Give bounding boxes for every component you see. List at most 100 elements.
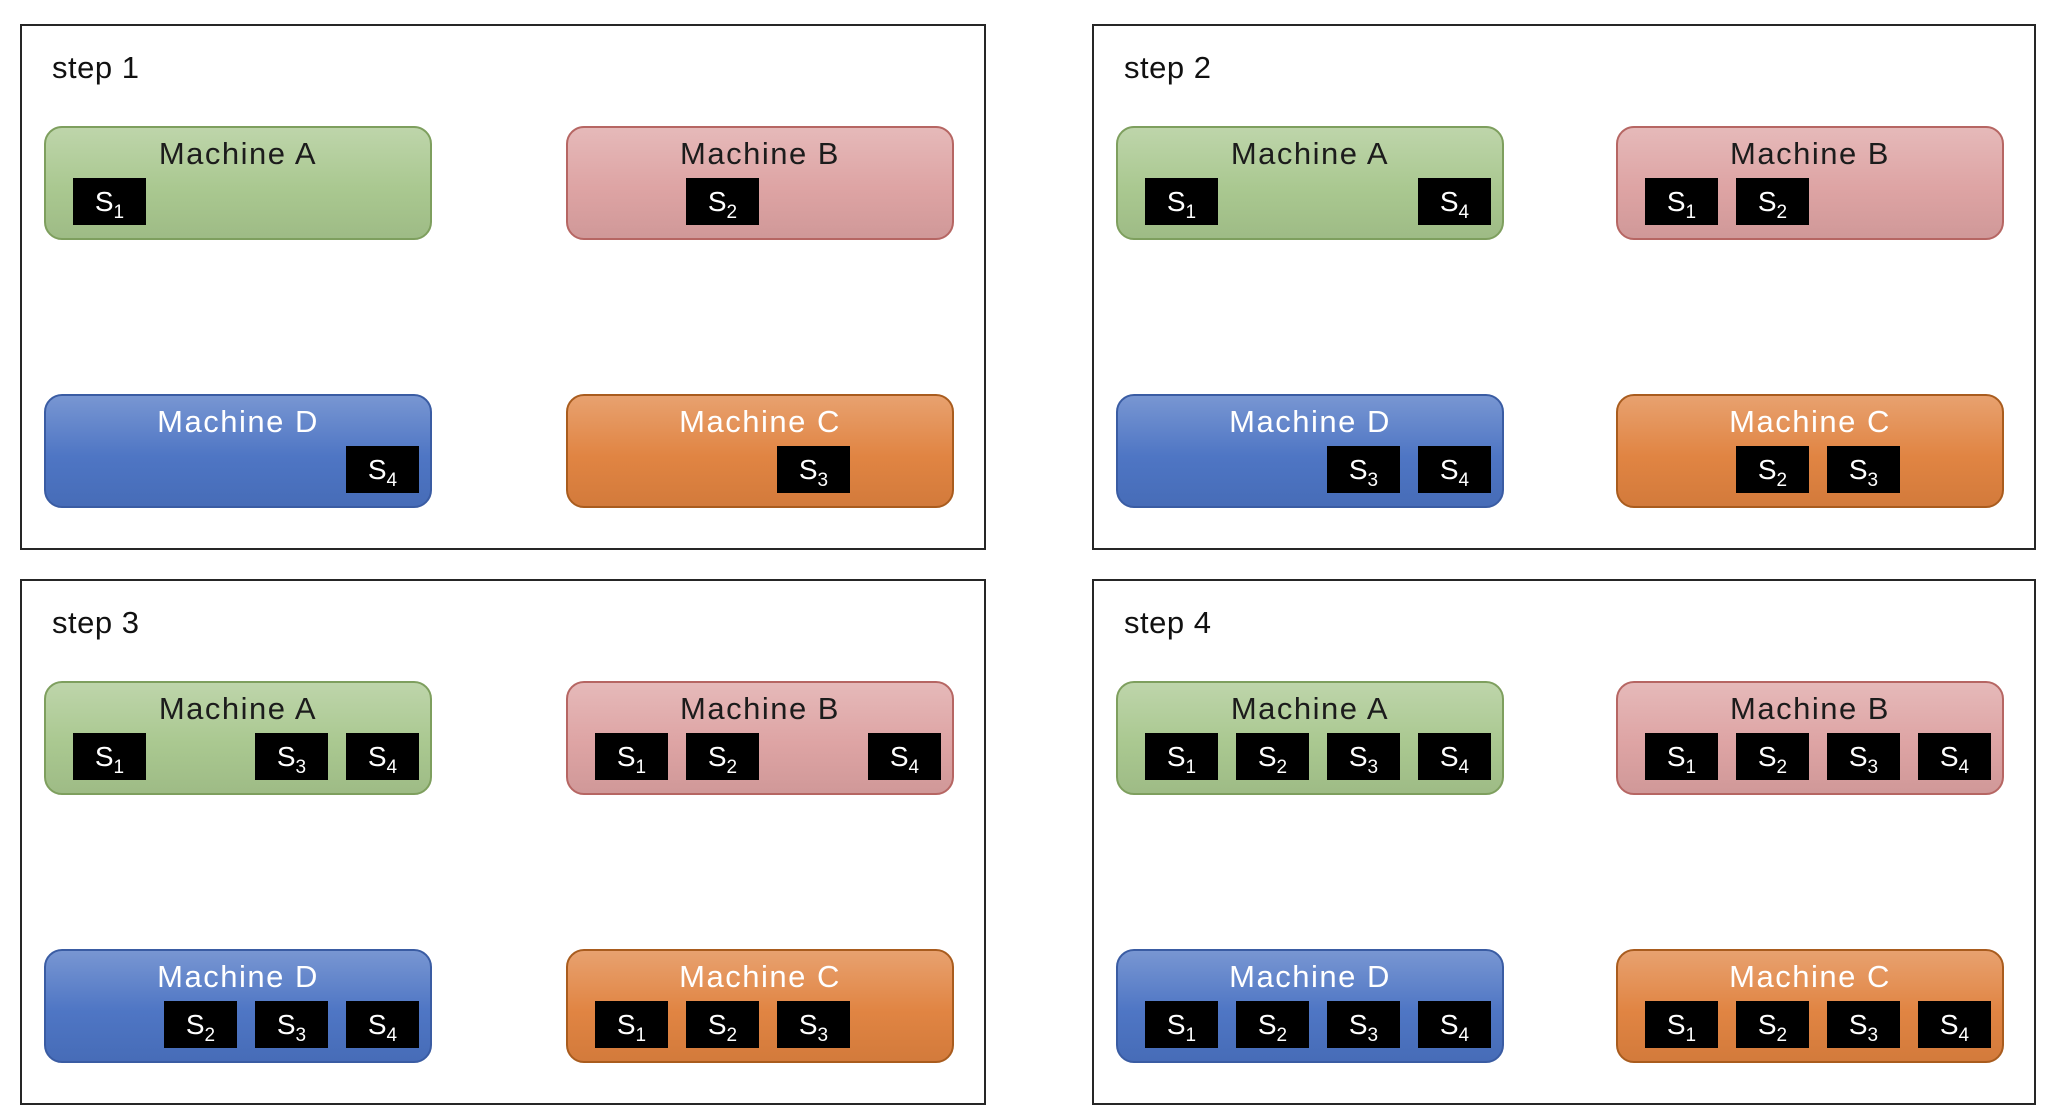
shard-slot-1 — [73, 446, 146, 493]
shard-letter: S — [1439, 453, 1459, 485]
shard-index: 3 — [1367, 757, 1379, 778]
shard-index: 1 — [1185, 757, 1197, 778]
shard-letter: S — [889, 740, 909, 772]
shard-slot-4 — [868, 446, 941, 493]
shard-index: 2 — [726, 1025, 738, 1046]
machine-title: Machine D — [1229, 404, 1391, 439]
machine-title: Machine C — [1729, 959, 1891, 994]
shard-letter: S — [1757, 740, 1777, 772]
shard-letter: S — [616, 740, 636, 772]
shard-letter: S — [707, 740, 727, 772]
shard-letter: S — [798, 453, 818, 485]
shard-letter: S — [1848, 1008, 1868, 1040]
shard-letter: S — [1757, 453, 1777, 485]
shard-index: 2 — [1776, 202, 1788, 223]
shard-letter: S — [1348, 740, 1368, 772]
step-label: step 4 — [1124, 605, 1212, 640]
shard-letter: S — [367, 1008, 387, 1040]
machine-title: Machine C — [679, 959, 841, 994]
shard-index: 4 — [386, 757, 398, 778]
shard-index: 3 — [1867, 1025, 1879, 1046]
machine-title: Machine A — [1230, 691, 1390, 726]
shard-index: 2 — [1276, 757, 1288, 778]
shard-letter: S — [276, 1008, 296, 1040]
shard-letter: S — [1757, 1008, 1777, 1040]
shard-slot-4 — [1918, 446, 1991, 493]
shard-letter: S — [276, 740, 296, 772]
machine-title: Machine B — [1730, 691, 1890, 726]
shard-letter: S — [1166, 1008, 1186, 1040]
shard-letter: S — [1757, 185, 1777, 217]
shard-letter: S — [94, 740, 114, 772]
machine-title: Machine A — [158, 691, 318, 726]
machine-title: Machine B — [680, 136, 840, 171]
shard-index: 4 — [1458, 757, 1470, 778]
shard-index: 2 — [1776, 470, 1788, 491]
shard-index: 4 — [1458, 1025, 1470, 1046]
machine-title: Machine B — [680, 691, 840, 726]
shard-index: 1 — [113, 202, 125, 223]
shard-index: 4 — [1958, 757, 1970, 778]
shard-index: 2 — [204, 1025, 216, 1046]
machine-title: Machine D — [1229, 959, 1391, 994]
shard-slot-2 — [164, 446, 237, 493]
shard-letter: S — [1166, 185, 1186, 217]
shard-slot-1 — [595, 178, 668, 225]
shard-letter: S — [1939, 740, 1959, 772]
shard-letter: S — [185, 1008, 205, 1040]
shard-letter: S — [1257, 1008, 1277, 1040]
shard-slot-2 — [686, 446, 759, 493]
shard-letter: S — [707, 185, 727, 217]
machine-title: Machine A — [158, 136, 318, 171]
shard-index: 1 — [1685, 757, 1697, 778]
shard-letter: S — [616, 1008, 636, 1040]
machine-title: Machine C — [679, 404, 841, 439]
